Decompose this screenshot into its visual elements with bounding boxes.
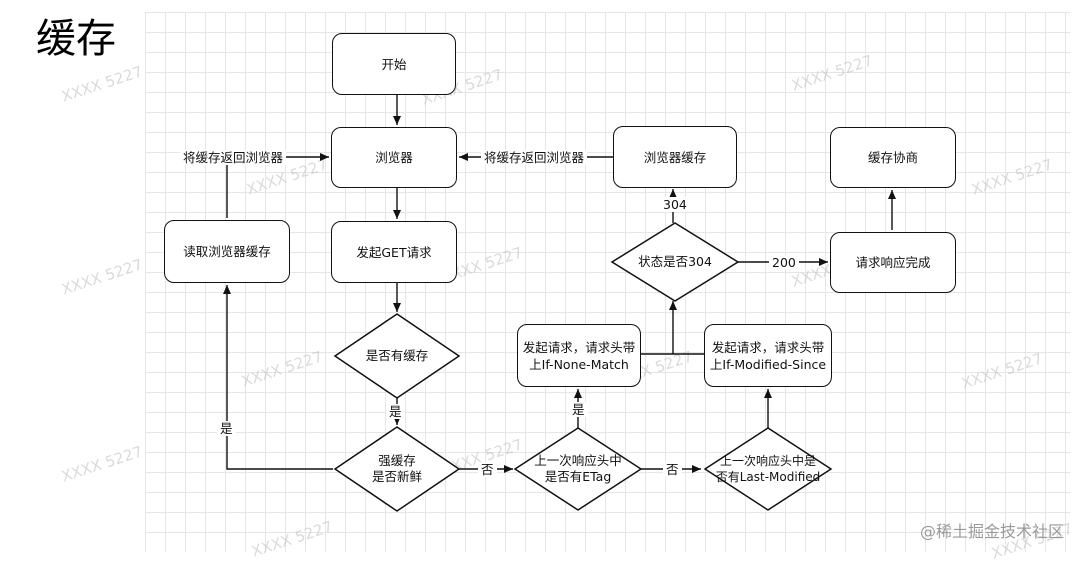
diamond-has-cache-text: 是否有缓存 (365, 348, 429, 363)
node-ims-request: 发起请求，请求头带 上If-Modified-Since (704, 324, 832, 387)
node-cache-negotiation-label: 缓存协商 (867, 150, 918, 165)
node-start: 开始 (332, 33, 456, 95)
node-inm-request: 发起请求，请求头带 上If-None-Match (517, 324, 641, 387)
diamond-etag-check-label: 上一次响应头中 是否有ETag (515, 428, 641, 510)
edge-label-yes-fresh: 是 (217, 421, 236, 436)
node-browser: 浏览器 (331, 127, 457, 188)
edge-label-return-right: 将缓存返回浏览器 (481, 150, 588, 165)
diamond-status-check-label: 状态是否304 (612, 223, 738, 301)
node-browser-label: 浏览器 (375, 150, 413, 165)
edge-label-yes-has-cache: 是 (386, 404, 405, 419)
diamond-lm-check-line2: 否有Last-Modified (715, 470, 821, 484)
edge-label-304: 304 (660, 197, 690, 212)
edge-label-200: 200 (769, 255, 799, 270)
diamond-strong-cache-label: 强缓存 是否新鲜 (335, 427, 459, 511)
node-ims-request-line1: 发起请求，请求头带 (711, 339, 825, 355)
diamond-lm-check-label: 上一次响应头中是 否有Last-Modified (702, 428, 834, 510)
diamond-strong-cache-line1: 强缓存 (378, 453, 416, 468)
edge-readcache-browser (226, 153, 329, 218)
diamond-etag-check (513, 427, 643, 511)
footer-credit: @稀土掘金技术社区 (919, 522, 1064, 541)
node-start-label: 开始 (381, 56, 407, 72)
node-read-cache-label: 读取浏览器缓存 (183, 244, 271, 259)
page-title: 缓存 (36, 16, 116, 62)
edge-label-no-not-fresh: 否 (478, 462, 497, 477)
node-cache-negotiation: 缓存协商 (830, 127, 956, 188)
node-response-done: 请求响应完成 (830, 232, 956, 293)
node-inm-request-line1: 发起请求，请求头带 (522, 339, 636, 355)
diamond-has-cache (333, 313, 461, 399)
diamond-lm-check-line1: 上一次响应头中是 (719, 454, 816, 468)
node-read-cache: 读取浏览器缓存 (164, 220, 290, 283)
node-send-get-label: 发起GET请求 (356, 244, 432, 260)
edge-label-yes-etag: 是 (569, 402, 588, 417)
node-response-done-label: 请求响应完成 (855, 255, 931, 270)
node-ims-request-line2: 上If-Modified-Since (709, 356, 827, 372)
diamond-strong-cache-line2: 是否新鲜 (371, 469, 422, 484)
node-browser-cache-label: 浏览器缓存 (643, 149, 707, 165)
node-send-get: 发起GET请求 (331, 221, 457, 283)
diamond-status-check-text: 状态是否304 (638, 254, 712, 269)
diamond-status-check (610, 222, 740, 302)
diamond-strong-cache (333, 426, 461, 512)
node-inm-request-line2: 上If-None-Match (529, 356, 629, 372)
diamond-etag-check-line2: 是否有ETag (544, 469, 612, 484)
node-browser-cache: 浏览器缓存 (613, 126, 737, 188)
diamond-etag-check-line1: 上一次响应头中 (534, 453, 622, 468)
edge-label-return-left: 将缓存返回浏览器 (180, 150, 287, 165)
diamond-lm-check (703, 427, 833, 511)
edge-strong-readcache (223, 285, 333, 470)
edge-label-no-etag: 否 (663, 462, 682, 477)
diamond-has-cache-label: 是否有缓存 (335, 314, 459, 398)
